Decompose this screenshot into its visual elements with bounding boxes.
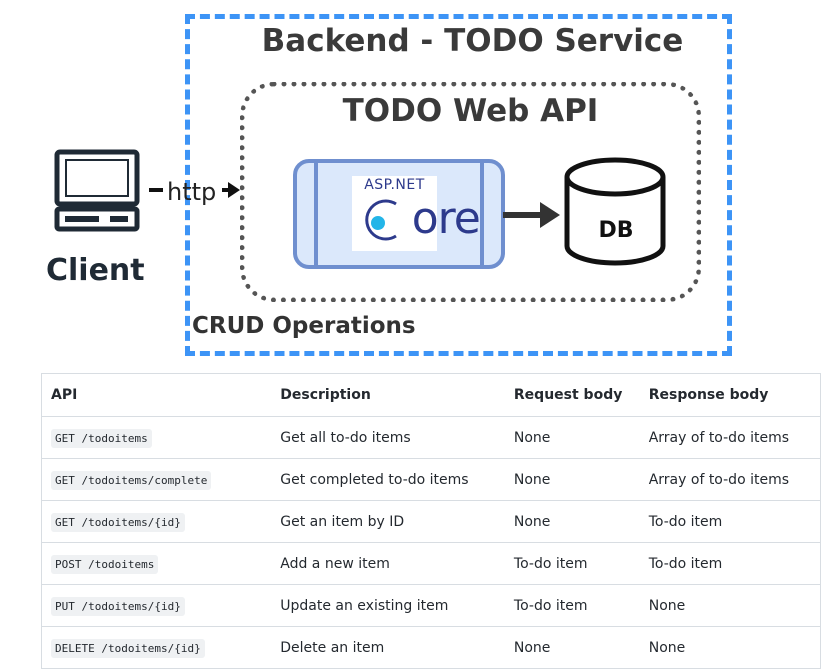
client-label: Client (46, 253, 145, 288)
column-header-request-body: Request body (504, 373, 640, 417)
api-endpoint-code: POST /todoitems (51, 554, 159, 574)
request-body-cell: None (504, 626, 640, 669)
db-arrow (503, 202, 560, 228)
api-endpoint-code: GET /todoitems/complete (51, 470, 212, 490)
request-body-cell: None (504, 458, 640, 501)
column-header-response-body: Response body (639, 373, 821, 417)
response-body-cell: None (639, 584, 821, 627)
web-api-frame (240, 82, 701, 302)
response-body-cell: Array of to-do items (639, 458, 821, 501)
api-endpoint-code: GET /todoitems/{id} (51, 512, 185, 532)
request-body-cell: None (504, 416, 640, 459)
table-row: GET /todoitems/complete Get completed to… (41, 458, 821, 501)
backend-title: Backend - TODO Service (261, 23, 684, 59)
description-cell: Add a new item (271, 542, 505, 585)
table-row: GET /todoitems/{id} Get an item by ID No… (41, 500, 821, 543)
table-header-row: API Description Request body Response bo… (41, 373, 821, 417)
core-label-suffix: ore (411, 193, 481, 244)
http-label: http (167, 178, 217, 206)
request-body-cell: None (504, 500, 640, 543)
core-label: Core (382, 193, 481, 244)
table-row: DELETE /todoitems/{id} Delete an item No… (41, 626, 821, 669)
backend-service-frame (185, 14, 732, 356)
response-body-cell: Array of to-do items (639, 416, 821, 459)
database-cylinder-icon (564, 157, 666, 266)
api-endpoint-code: DELETE /todoitems/{id} (51, 638, 205, 658)
diagram-graphics (54, 149, 666, 269)
api-endpoint-code: GET /todoitems (51, 428, 152, 448)
description-cell: Update an existing item (271, 584, 505, 627)
response-body-cell: To-do item (639, 500, 821, 543)
column-header-api: API (41, 373, 272, 417)
api-table: API Description Request body Response bo… (41, 373, 821, 669)
response-body-cell: None (639, 626, 821, 669)
web-api-title: TODO Web API (342, 93, 599, 129)
description-cell: Get completed to-do items (271, 458, 505, 501)
db-label: DB (598, 218, 634, 243)
request-body-cell: To-do item (504, 542, 640, 585)
response-body-cell: To-do item (639, 542, 821, 585)
aspnet-label: ASP.NET (364, 177, 425, 193)
table-row: PUT /todoitems/{id} Update an existing i… (41, 584, 821, 627)
computer-monitor-icon (54, 149, 140, 232)
aspnet-core-component (293, 159, 505, 269)
table-row: GET /todoitems Get all to-do items None … (41, 416, 821, 459)
http-arrow (149, 182, 240, 198)
architecture-diagram: Backend - TODO Service TODO Web API CRUD… (46, 14, 732, 356)
description-cell: Get all to-do items (271, 416, 505, 459)
description-cell: Delete an item (271, 626, 505, 669)
table-row: POST /todoitems Add a new item To-do ite… (41, 542, 821, 585)
description-cell: Get an item by ID (271, 500, 505, 543)
request-body-cell: To-do item (504, 584, 640, 627)
crud-operations-label: CRUD Operations (192, 313, 416, 339)
api-endpoint-code: PUT /todoitems/{id} (51, 596, 185, 616)
column-header-description: Description (271, 373, 505, 417)
